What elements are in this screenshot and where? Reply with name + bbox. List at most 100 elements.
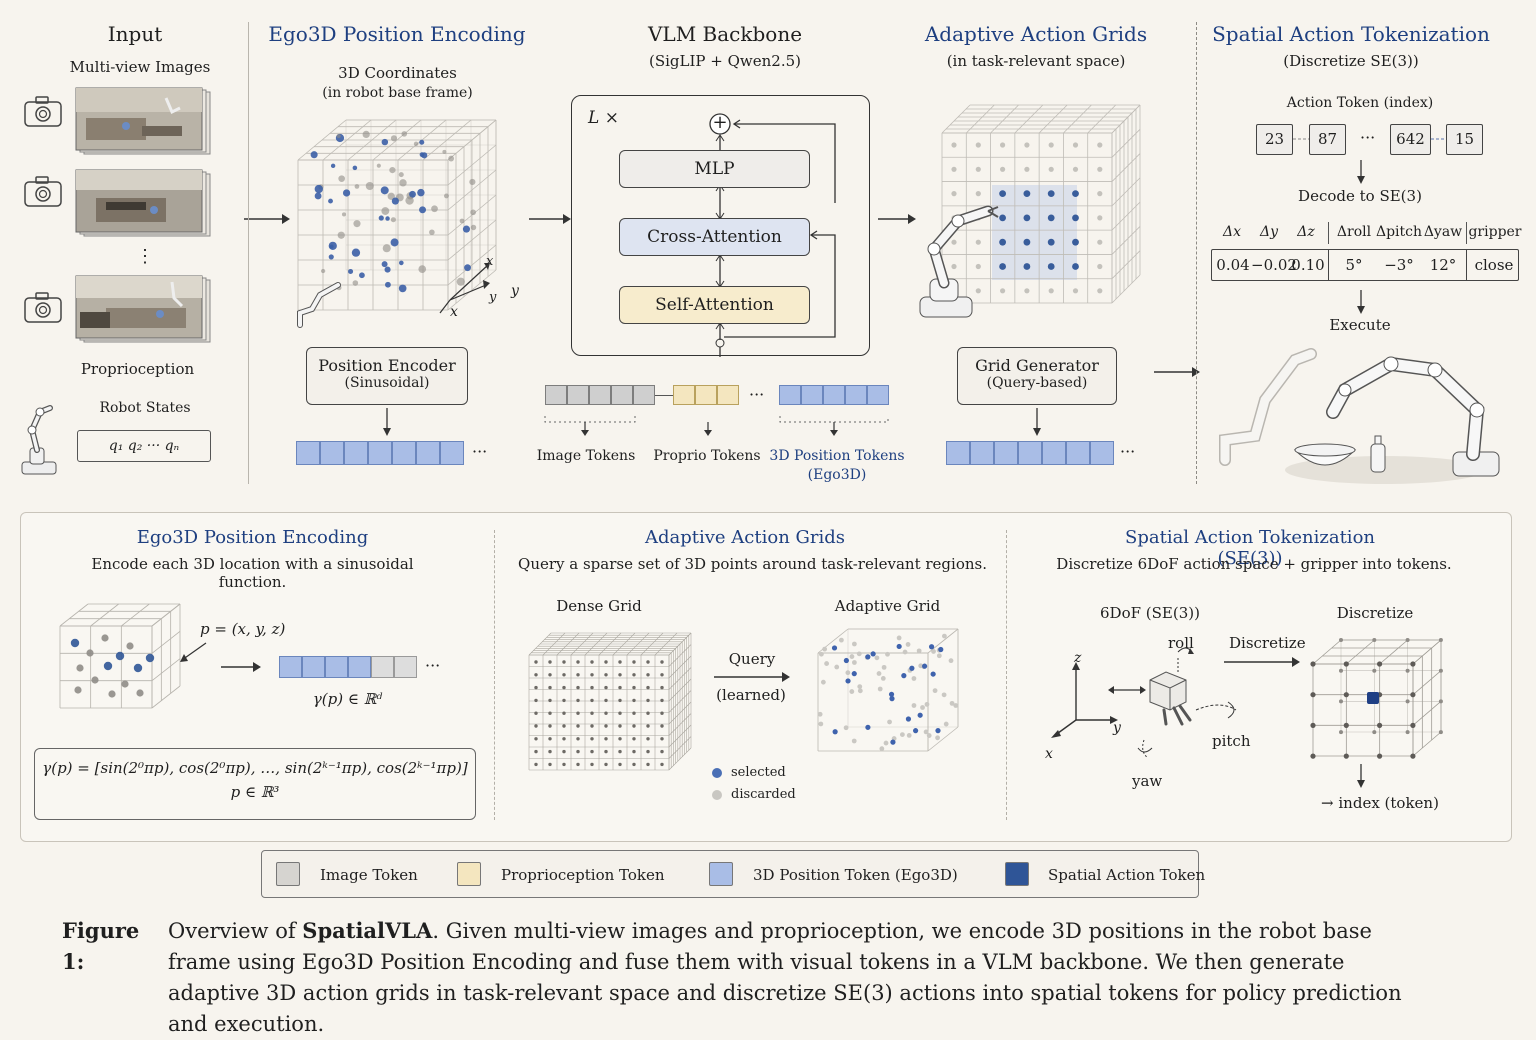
formula-domain: p ∈ ℝ³ [230,783,280,801]
proprio-token [673,385,695,405]
discarded-dot-icon [712,790,722,800]
pointer-arrow [180,642,207,662]
legend-label: 3D Position Token (Ego3D) [753,866,958,884]
pitch-label: pitch [1212,732,1251,750]
token-connectors [1293,138,1446,140]
ellipsis: ··· [749,385,765,404]
down-arrow [383,408,391,436]
position-tokens-label: 3D Position Tokens [769,448,905,464]
dense-grid-cube [528,632,692,771]
dense-grid-label: Dense Grid [556,597,642,615]
position-token [416,441,440,465]
decode-label: Decode to SE(3) [1298,187,1422,205]
residual-add: + [712,112,728,133]
image-tokens-label: Image Tokens [536,448,636,464]
position-token [296,441,320,465]
legend-label: Spatial Action Token [1048,866,1206,884]
table-values-frame [1211,249,1519,281]
se3-pose-illustration [1051,647,1237,759]
vlm-title: VLM Backbone [647,22,803,46]
bottom-tokenization-title: Spatial Action Tokenization (SE(3)) [1125,527,1375,569]
formula-text: γ(p) = [sin(2⁰πp), cos(2⁰πp), …, sin(2ᵏ⁻… [42,759,468,777]
encoding-token [394,656,417,678]
more-views-dots: ⋮ [136,246,154,267]
table-header: Δx [1222,224,1241,240]
legend-swatch-proprio [457,862,481,886]
down-arrow [1033,408,1041,436]
table-value: 0.10 [1291,256,1325,274]
legend-box [261,850,1199,898]
table-header: Δyaw [1423,224,1463,240]
query-label: Query [728,650,776,668]
axis-x-label: x [450,304,458,320]
table-header: Δroll [1336,224,1372,240]
flow-arrow [878,214,916,224]
table-divider [1328,249,1329,281]
position-encoder-box: Position Encoder (Sinusoidal) [306,347,468,405]
bottom-ego3d-desc: Encode each 3D location with a sinusoida… [91,555,414,591]
encoder-sublabel: (Sinusoidal) [344,375,430,391]
generator-sublabel: (Query-based) [986,375,1088,391]
camera-icon [24,176,62,207]
caption-model-name: SpatialVLA [302,918,433,943]
discretize-arrow-label: Discretize [1229,634,1306,652]
discretized-cube [1310,638,1443,759]
caption-text: . Given multi-view images and propriocep… [168,919,1402,1036]
flow-arrow [714,672,790,682]
camera-icon [24,292,62,323]
selected-dot-icon [712,768,722,778]
multiview-label: Multi-view Images [69,58,211,76]
image-token [567,385,589,405]
encoding-token [279,656,302,678]
vlm-subtitle: (SigLIP + Qwen2.5) [649,52,801,70]
legend-swatch-action [1005,862,1029,886]
self-attention-block: Self-Attention [619,286,810,324]
panel-divider [494,530,495,820]
grid-token [994,441,1018,465]
flow-arrow [1154,367,1200,377]
down-arrow [1357,290,1365,314]
grids-subtitle: (in task-relevant space) [946,52,1126,70]
table-divider [1328,222,1329,244]
grid-token [1018,441,1042,465]
adaptive-sparse-cube [817,628,959,752]
ellipsis: ··· [425,656,441,675]
point-definition: p = (x, y, z) [200,620,286,638]
axis-z-label: z [1074,650,1082,666]
mlp-block: MLP [619,150,810,188]
position-token [392,441,416,465]
selected-legend: selected [731,765,786,780]
table-divider [1466,222,1467,244]
bottom-tokenization-desc: Discretize 6DoF action space + gripper i… [1056,555,1452,573]
table-value: 5° [1345,256,1363,274]
bottom-grids-title: Adaptive Action Grids [644,527,846,548]
grid-token [946,441,970,465]
coords-label-line1: 3D Coordinates [338,64,457,82]
encoding-token [348,656,371,678]
axis-y2-label: y [489,290,497,305]
table-value: close [1474,256,1514,274]
position-token [440,441,464,465]
grid-generator-box: Grid Generator (Query-based) [957,347,1117,405]
encoder-label: Position Encoder [318,356,456,375]
yaw-label: yaw [1132,772,1163,790]
position-token [779,385,801,405]
small-point-cube [59,603,181,709]
ellipsis: ··· [472,442,488,461]
ego3d-title: Ego3D Position Encoding [268,22,526,46]
camera-image-stack [75,169,211,237]
position-token [368,441,392,465]
residual-connections [709,113,836,357]
index-token-label: → index (token) [1321,794,1439,812]
position-token [845,385,867,405]
discarded-legend: discarded [731,787,796,802]
adaptive-grid-cube [941,104,1141,304]
position-token [801,385,823,405]
generator-label: Grid Generator [975,356,1099,375]
encoding-token [325,656,348,678]
robot-arm-icon [21,405,57,475]
table-value: −3° [1384,256,1414,274]
cross-attention-block: Cross-Attention [619,218,810,256]
axis-y-label: y [511,283,519,299]
discretize-heading: Discretize [1336,604,1414,622]
